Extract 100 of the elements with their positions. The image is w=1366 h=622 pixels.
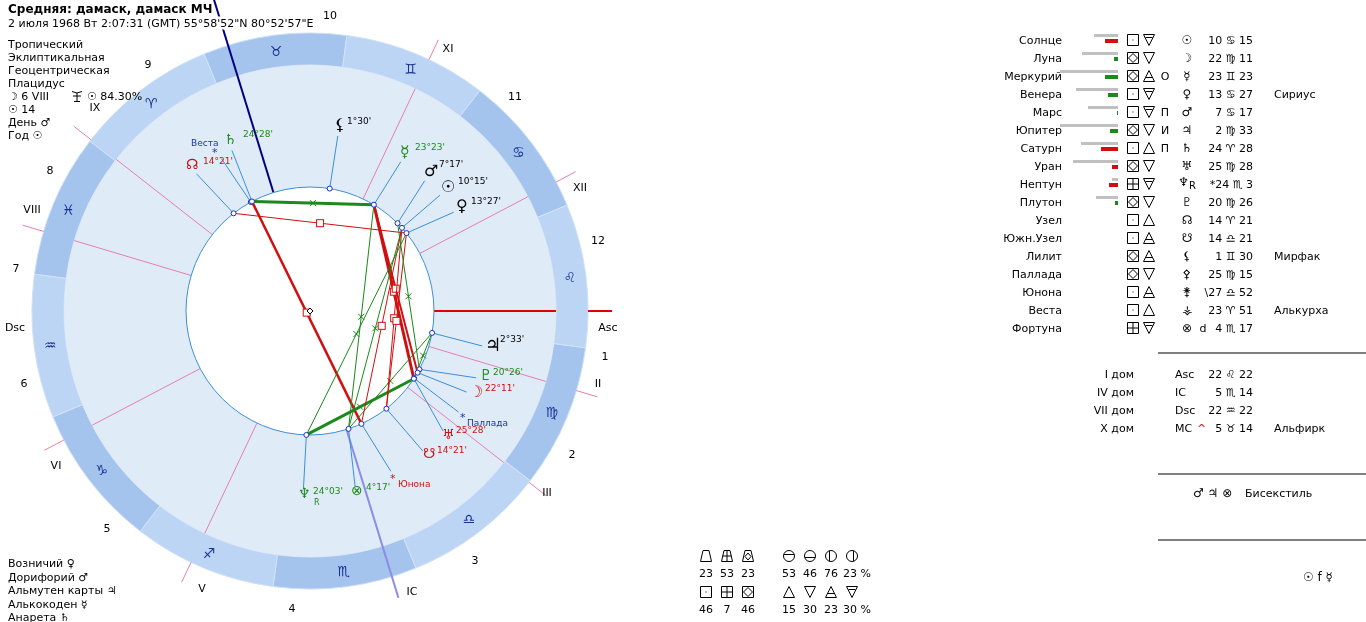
zodiac-position: 25 ♍ 28 [1208,159,1253,173]
planet-glyph: ♅ [442,427,455,441]
degree-label: 2°33' [500,332,525,346]
axis-label: Asc [598,320,618,334]
planet-name: Луна [1033,51,1062,65]
house-cusp-numeral: XI [442,41,454,55]
planet-glyph: ☊ [186,157,199,171]
planet-name: Фортуна [1011,321,1062,335]
zodiac-position: *24 ♏ 3 [1209,177,1253,191]
settings-text: Эклиптикальная [8,50,105,64]
zodiac-position: 10 ♋ 15 [1208,33,1253,47]
star-name: Алькурха [1274,303,1329,317]
count-number: 23 [824,602,838,616]
zodiac-sign: ♍ [545,405,559,419]
planet-name: Плутон [1019,195,1062,209]
count-number: 76 [824,566,838,580]
planet-name: Сатурн [1020,141,1062,155]
planet-glyph: ☽ [1181,51,1193,65]
zodiac-position: 22 ♍ 11 [1208,51,1253,65]
planet-glyph: ♄ [1181,141,1193,155]
zodiac-position: 5 ♉ 14 [1215,421,1253,435]
angle-abbreviation: MC [1175,421,1193,435]
planet-glyph: ♀ [1182,87,1192,101]
zodiac-position: 22 ♒ 22 [1208,403,1253,417]
planet-glyph: ⚸ [334,117,346,131]
house-number: 4 [288,601,296,615]
degree-label: 23°23' [415,140,445,154]
planet-name: Солнце [1019,33,1062,47]
house-number: 6 [20,376,28,390]
count-number: 30 [803,602,817,616]
house-number: 1 [601,349,609,363]
degree-label: 22°11' [485,381,515,395]
zodiac-position: 5 ♏ 14 [1215,385,1253,399]
planet-name: Нептун [1019,177,1062,191]
house-number: 5 [103,521,111,535]
planet-glyph: ⚶ [1181,303,1193,317]
planet-glyph: ♇ [1181,195,1193,209]
zodiac-position: 1 ♊ 30 [1215,249,1253,263]
zodiac-sign: ♒ [43,338,57,352]
house-number: 7 [12,261,20,275]
planet-glyph: ⊗ [351,483,363,497]
degree-label: 4°17' [366,480,391,494]
house-cusp-numeral: XII [573,180,587,194]
planet-glyph: ⚴ [1182,267,1192,281]
planet-name: Лилит [1026,249,1062,263]
house-number: 11 [508,89,522,103]
planet-glyph: ♅ [1181,159,1193,173]
retrograde-mark: R [314,496,320,509]
planet-glyph: ⚸ [1182,249,1192,263]
status-letter: П [1160,141,1170,155]
degree-label: 24°03' [313,484,343,498]
planet-name: Марс [1032,105,1062,119]
angle-abbreviation: Dsc [1175,403,1196,417]
zodiac-sign: ♊ [404,62,418,76]
chart-info: 2 июля 1968 Вт 2:07:31 (GMT) 55°58'52"N 80°52'57"E [8,16,314,30]
year-ruler-text: Год ☉ [8,128,43,142]
planet-glyph: ☉ [1181,33,1193,47]
planet-glyph: ♀ [456,198,468,212]
house-cusp-numeral: II [594,376,602,390]
count-number: 15 [782,602,796,616]
ruler-text: Альмутен карты ♃ [8,583,117,597]
planet-glyph: ☿ [400,144,410,158]
planet-glyph: ♂ [424,163,439,177]
configuration-name: Бисекстиль [1245,486,1313,500]
count-number: 30 % [843,602,871,616]
planet-glyph: ⊗ [1181,321,1193,335]
settings-text: Тропический [8,37,84,51]
asteroid-marker: * [460,410,466,424]
zodiac-position: 7 ♋ 17 [1215,105,1253,119]
count-number: 46 [803,566,817,580]
zodiac-sign: ♑ [95,463,109,477]
zodiac-sign: ♎ [462,512,476,526]
planet-glyph: ♆ [298,486,311,500]
zodiac-position: 13 ♋ 27 [1208,87,1253,101]
degree-label: 1°30' [347,114,372,128]
zodiac-sign: ♋ [511,145,525,159]
planet-glyph: ♇ [479,368,493,382]
asteroid-name: Юнона [398,477,431,491]
zodiac-position: 20 ♍ 26 [1208,195,1253,209]
zodiac-position: 23 ♊ 23 [1208,69,1253,83]
moon-phase-text: ☉ 84.30% [87,89,143,103]
zodiac-sign: ♌ [563,270,577,284]
ruler-text: Алькокоден ☿ [8,597,88,610]
house-name: VII дом [1093,403,1134,417]
planet-name: Веста [1028,303,1062,317]
planet-glyph: ☽ [469,384,484,398]
star-name: Сириус [1274,87,1316,101]
degree-label: 13°27' [471,194,501,208]
degree-label: 7°17' [439,157,464,171]
zodiac-position: 25 ♍ 15 [1208,267,1253,281]
house-name: IV дом [1097,385,1134,399]
angle-abbreviation: Asc [1175,367,1195,381]
house-number: 2 [568,447,576,461]
house-name: I дом [1104,367,1134,381]
chart-title: Средняя: дамаск, дамаск МЧ [8,2,213,16]
planet-glyph: ⚵ [1182,285,1192,299]
status-letter: d [1199,321,1207,335]
status-letter: О [1160,69,1170,83]
asteroid-marker: * [390,471,396,485]
angle-abbreviation: IC [1175,385,1186,399]
